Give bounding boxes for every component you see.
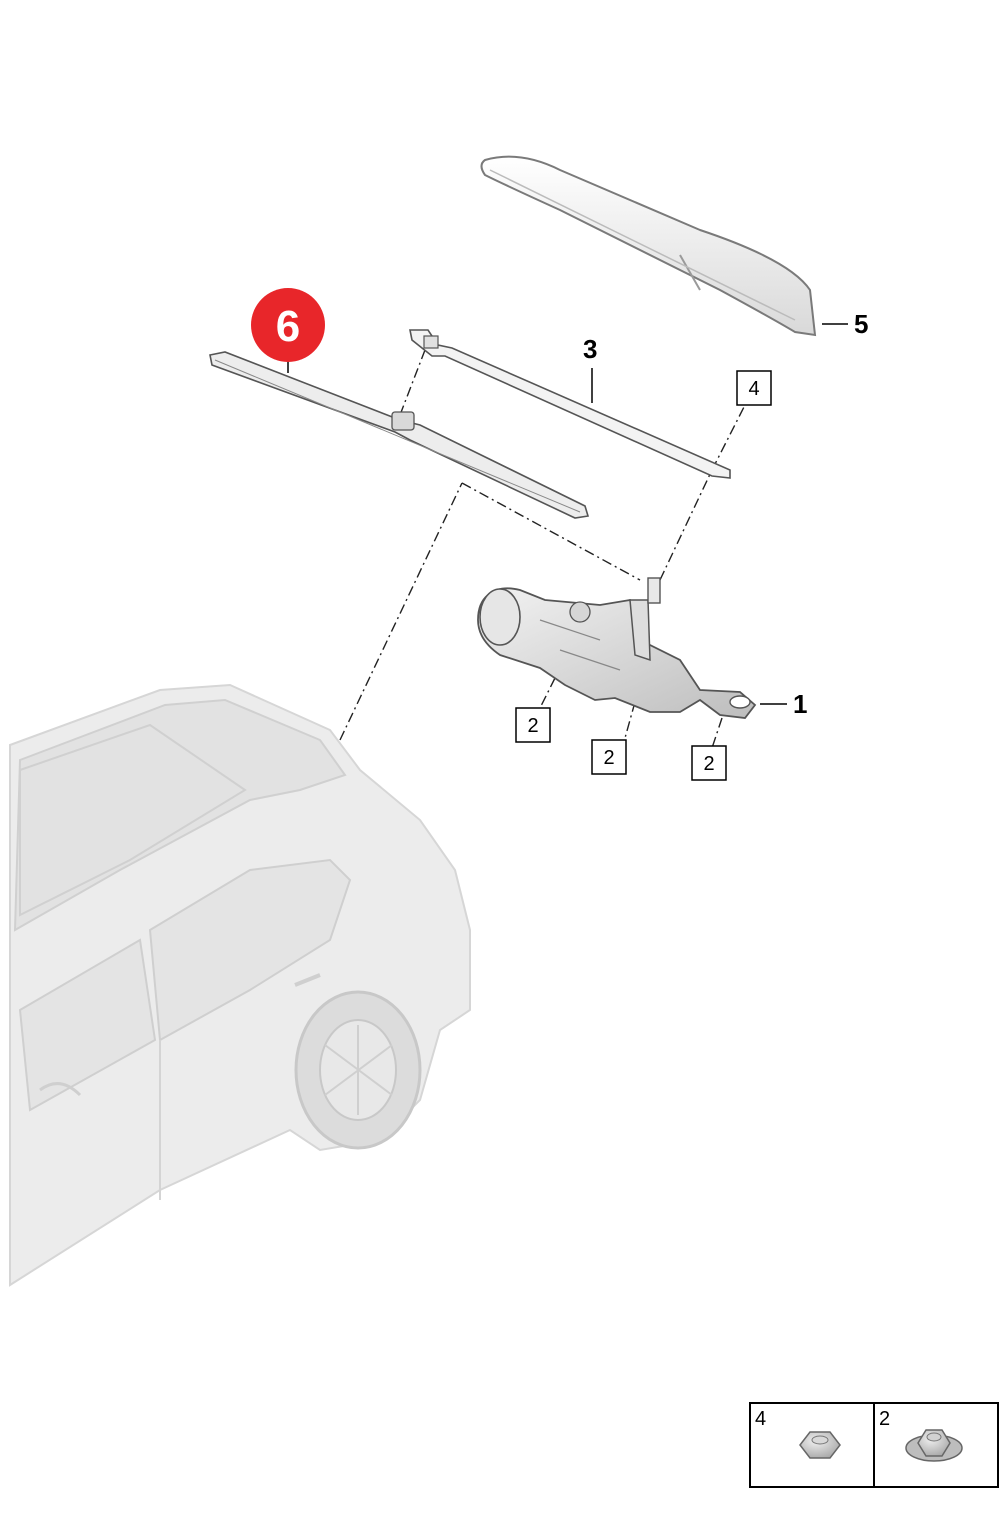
ref-box-2-right[interactable]: 2: [691, 745, 727, 781]
ref-box-2-middle-label: 2: [603, 747, 614, 769]
highlight-badge-6[interactable]: 6: [251, 288, 325, 362]
wiper-arm: [409, 329, 731, 479]
ref-box-2-left-label: 2: [527, 715, 538, 737]
legend-number-2: 2: [879, 1408, 890, 1430]
vehicle-silhouette: [9, 683, 471, 1287]
rear-spoiler-cover: [480, 155, 817, 337]
hex-nut-icon: [799, 1431, 841, 1459]
ref-box-2-middle[interactable]: 2: [591, 739, 627, 775]
assembly-lines: [339, 349, 746, 749]
ref-box-2-right-label: 2: [703, 753, 714, 775]
callout-1: 1: [793, 689, 807, 719]
callout-3: 3: [583, 334, 597, 364]
wiper-motor: [477, 577, 757, 719]
ref-box-2-left[interactable]: 2: [515, 707, 551, 743]
ref-box-4-label: 4: [748, 378, 759, 400]
callout-6: 6: [276, 302, 300, 351]
legend-item-4[interactable]: 4: [755, 1408, 841, 1459]
wiper-blade: [209, 351, 590, 519]
legend-number-4: 4: [755, 1408, 766, 1430]
flange-nut-icon: [905, 1429, 963, 1462]
ref-box-4[interactable]: 4: [736, 370, 772, 406]
callout-5: 5: [854, 309, 868, 339]
fastener-legend: 4 2: [749, 1402, 999, 1488]
legend-item-2[interactable]: 2: [879, 1408, 963, 1462]
